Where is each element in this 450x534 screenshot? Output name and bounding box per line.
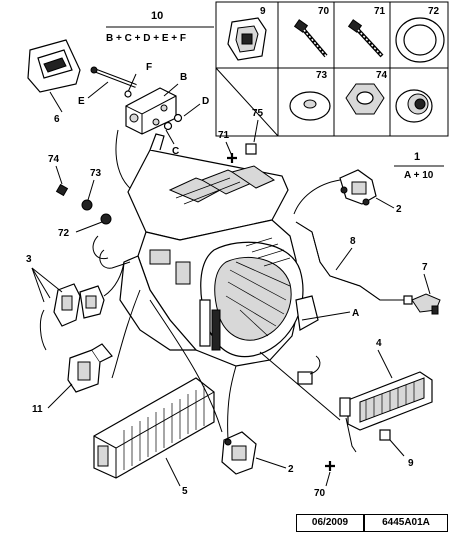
nut-marker-icon xyxy=(55,183,69,197)
screw-part-icon xyxy=(347,19,384,58)
label-7: 7 xyxy=(422,262,428,273)
screw-marker-icon xyxy=(325,461,335,471)
actuator-part-2-top xyxy=(339,169,377,206)
label-a: A xyxy=(352,308,359,319)
label-70-box: 70 xyxy=(318,6,330,17)
label-2-top: 2 xyxy=(396,204,402,215)
label-d: D xyxy=(202,96,209,107)
valve-block-part-b xyxy=(125,87,177,135)
pipe-part-8 xyxy=(295,221,404,301)
label-f: F xyxy=(146,62,152,73)
actuator-part-2-bottom xyxy=(221,431,257,475)
label-9: 9 xyxy=(408,458,414,469)
label-73: 73 xyxy=(90,168,102,179)
label-b: B xyxy=(180,72,187,83)
label-4: 4 xyxy=(376,338,382,349)
label-9-box: 9 xyxy=(260,6,266,17)
footer-reference: 6445A01A xyxy=(364,514,448,532)
label-c: C xyxy=(172,146,179,157)
label-72: 72 xyxy=(58,228,70,239)
cover-part-6 xyxy=(27,39,81,93)
sensor-part-7 xyxy=(403,293,441,315)
label-70: 70 xyxy=(314,488,326,499)
heater-matrix-part-4 xyxy=(339,371,433,453)
resistor-part-11 xyxy=(67,343,113,393)
label-8: 8 xyxy=(350,236,356,247)
connector-part-3 xyxy=(39,261,125,351)
tube-part-e xyxy=(90,66,137,88)
label-74: 74 xyxy=(48,154,60,165)
label-75: 75 xyxy=(252,108,264,119)
label-10: 10 xyxy=(151,10,163,22)
grommet-part-icon xyxy=(395,89,433,123)
clip-part-icon xyxy=(227,17,267,61)
nut-part-icon xyxy=(345,83,385,115)
washer-part-icon xyxy=(289,91,331,121)
label-71-box: 71 xyxy=(374,6,386,17)
label-11: 11 xyxy=(32,404,43,415)
parts-detail-box xyxy=(215,1,449,137)
evaporator-part-5 xyxy=(93,377,215,479)
label-6: 6 xyxy=(54,114,60,125)
seal-ring-part-icon xyxy=(395,17,445,63)
washer-marker-icon xyxy=(81,199,93,211)
screw-part-icon xyxy=(293,19,328,58)
grommet-marker-icon xyxy=(245,143,257,155)
label-5: 5 xyxy=(182,486,188,497)
label-72-box: 72 xyxy=(428,6,440,17)
screw-marker-icon xyxy=(227,153,237,163)
heater-housing xyxy=(92,129,319,367)
label-10-contents: B + C + D + E + F xyxy=(106,33,186,44)
label-73-box: 73 xyxy=(316,70,328,81)
label-e: E xyxy=(78,96,85,107)
footer-date: 06/2009 xyxy=(296,514,364,532)
label-3: 3 xyxy=(26,254,32,265)
seal-marker-icon xyxy=(100,213,112,225)
label-74-box: 74 xyxy=(376,70,388,81)
label-1: 1 xyxy=(414,151,420,163)
label-71: 71 xyxy=(218,130,230,141)
clip-marker-icon xyxy=(379,429,391,441)
label-2-bottom: 2 xyxy=(288,464,294,475)
label-1-contents: A + 10 xyxy=(404,170,434,181)
connector-icon xyxy=(297,355,321,385)
